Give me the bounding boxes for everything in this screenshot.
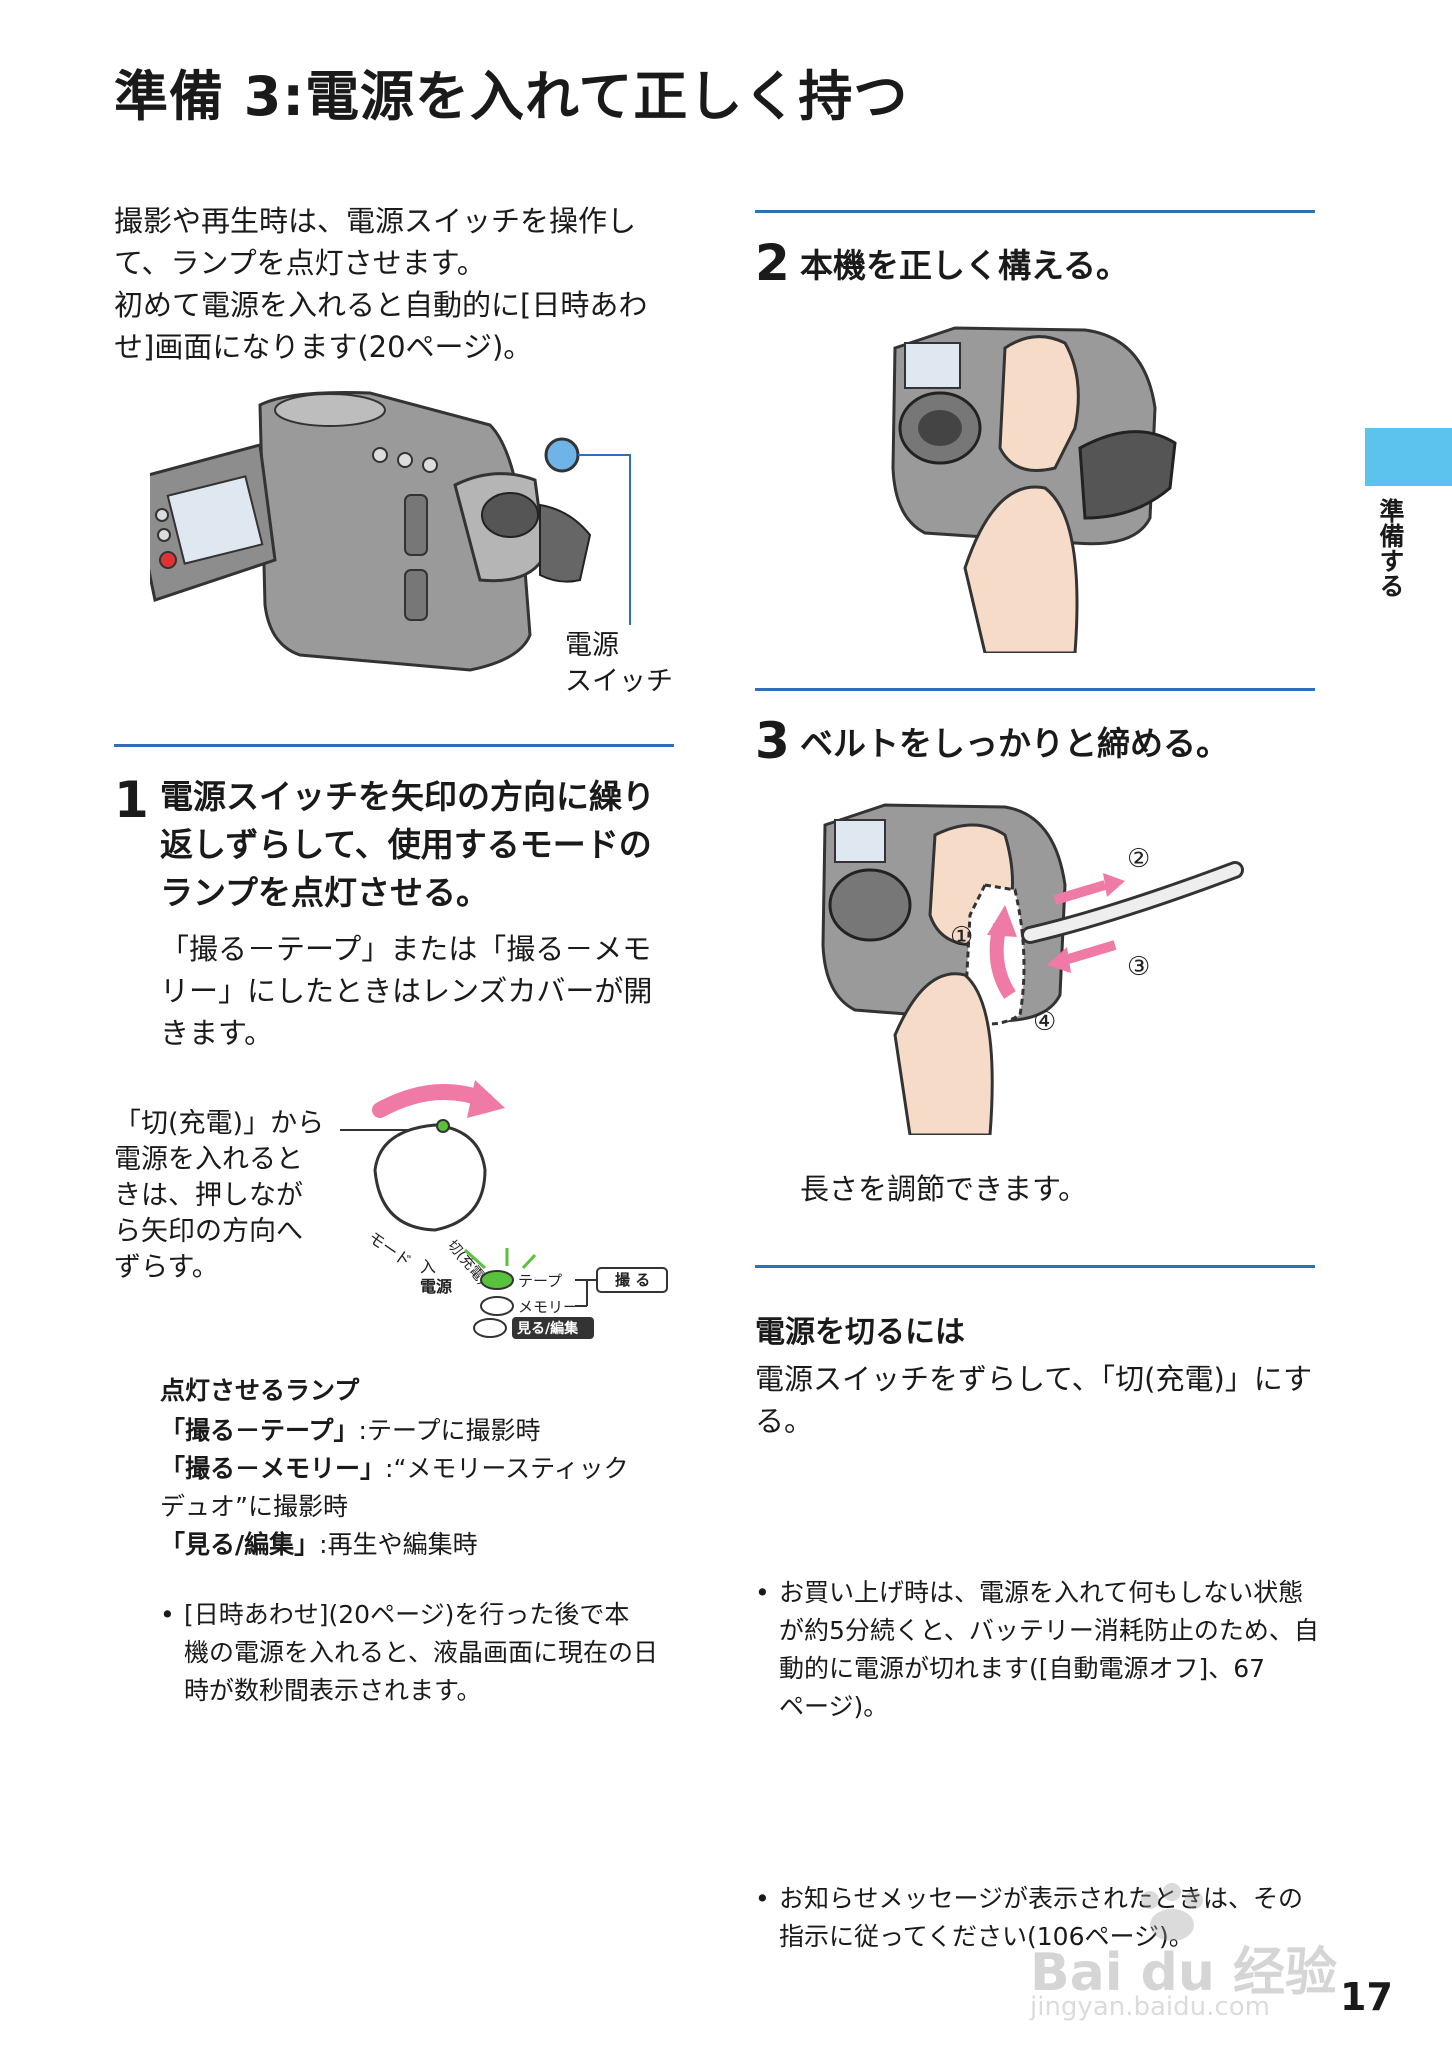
belt-step-4: ④	[1033, 1007, 1056, 1037]
lamp-list-heading: 点灯させるランプ	[160, 1376, 360, 1405]
belt-step-1: ①	[950, 922, 973, 952]
power-switch-callout: 電源 スイッチ	[565, 630, 673, 697]
lamp-item: 「撮る－メモリー」:“メモリースティック	[160, 1454, 629, 1483]
step3-caption: 長さを調節できます。	[800, 1172, 1088, 1206]
section-divider	[755, 210, 1315, 213]
shoot-label: 撮 る	[615, 1271, 650, 1289]
step2-heading: 本機を正しく構える。	[800, 246, 1130, 285]
mode-label: モード	[365, 1228, 415, 1271]
step1-heading: 電源スイッチを矢印の方向に繰り 返しずらして、使用するモードの ランプを点灯させ…	[160, 777, 655, 912]
belt-tightening-illustration: ① ② ③ ④	[821, 803, 1244, 1135]
intro-line: 初めて電源を入れると自動的に[日時あわ	[114, 288, 648, 322]
section-divider	[114, 744, 674, 747]
chapter-tab-label: 準備する	[1376, 498, 1405, 598]
power-dial-diagram: モード 入 切(充電) 電源 テープ メモリー 撮 る 見る/編集	[340, 1080, 668, 1339]
baidu-watermark: Bai du 经验 jingyan.baidu.com	[1030, 1880, 1360, 2022]
watermark-brand: Bai du 经验	[1030, 1943, 1337, 2003]
on-label: 入	[420, 1257, 436, 1276]
note-bullet: [日時あわせ](20ページ)を行った後で本 機の電源を入れると、液晶画面に現在の…	[160, 1596, 704, 1710]
power-off-note-1: お買い上げ時は、電源を入れて何もしない状態 が約5分続くと、バッテリー消耗防止の…	[755, 1574, 1339, 1726]
paw-logo	[1141, 1883, 1203, 1941]
chapter-tab	[1365, 428, 1452, 486]
tape-label: テープ	[518, 1272, 562, 1290]
step-number: 1	[114, 771, 149, 829]
intro-line: て、ランプを点灯させます。	[114, 246, 486, 280]
view-edit-label: 見る/編集	[516, 1320, 579, 1337]
intro-line: 撮影や再生時は、電源スイッチを操作し	[114, 204, 637, 238]
step-number: 3	[755, 712, 790, 770]
lamp-item: 「見る/編集」:再生や編集時	[160, 1530, 478, 1559]
intro-text: 撮影や再生時は、電源スイッチを操作し て、ランプを点灯させます。 初めて電源を入…	[114, 200, 674, 368]
power-off-body: 電源スイッチをずらして、「切(充電)」にす る。	[755, 1362, 1313, 1438]
power-off-note-2: お知らせメッセージが表示されたときは、その 指示に従ってください(106ページ)…	[755, 1880, 1339, 1956]
step3-heading: ベルトをしっかりと締める。	[800, 724, 1229, 763]
watermark-url: jingyan.baidu.com	[1030, 1992, 1270, 2022]
power-off-heading: 電源を切るには	[755, 1315, 965, 1350]
lamp-list: 点灯させるランプ 「撮る－テープ」:テープに撮影時 「撮る－メモリー」:“メモリ…	[160, 1372, 680, 1564]
page-number: 17	[1340, 1975, 1393, 2019]
holding-camcorder-illustration	[891, 326, 1177, 653]
belt-step-3: ③	[1127, 952, 1150, 982]
intro-line: せ]画面になります(20ページ)。	[114, 330, 533, 364]
section-divider	[755, 1265, 1315, 1268]
step1-body: 「撮る－テープ」または「撮る－メモ リー」にしたときはレンズカバーが開 きます。	[160, 932, 653, 1050]
belt-step-2: ②	[1127, 844, 1150, 874]
memory-label: メモリー	[518, 1298, 578, 1316]
dial-instruction: 「切(充電)」から 電源を入れると きは、押しなが ら矢印の方向へ ずらす。	[114, 1108, 325, 1283]
lamp-item: 「撮る－テープ」:テープに撮影時	[160, 1416, 541, 1445]
camcorder-illustration	[150, 391, 631, 672]
step-number: 2	[755, 234, 790, 292]
page-title: 準備 3:電源を入れて正しく持つ	[114, 65, 909, 128]
power-label: 電源	[420, 1277, 452, 1296]
lamp-item-continued: デュオ”に撮影時	[160, 1492, 348, 1521]
section-divider	[755, 688, 1315, 691]
